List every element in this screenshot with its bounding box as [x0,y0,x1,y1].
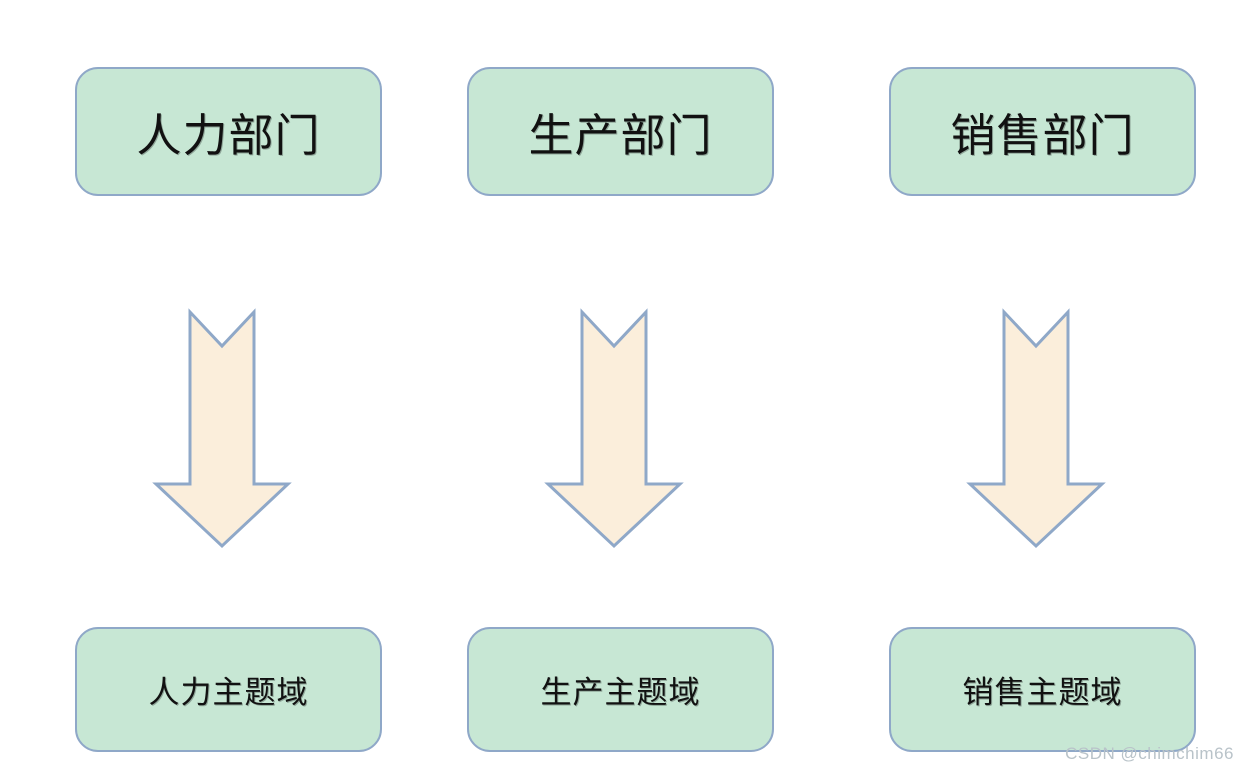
source-node-label-2: 生产部门 [528,110,713,161]
source-node-box-2[interactable]: 生产部门 [467,67,774,196]
source-node-label-3: 销售部门 [950,110,1135,161]
target-node-label-2: 生产主题域 [540,675,701,710]
source-node-box-1[interactable]: 人力部门 [75,67,382,196]
flow-arrow-2 [544,308,684,549]
target-node-label-1: 人力主题域 [148,675,309,710]
flow-column-1: 人力部门 人力主题域 [75,0,382,772]
flow-arrow-1 [152,308,292,549]
source-node-label-1: 人力部门 [136,110,321,161]
target-node-label-3: 销售主题域 [962,675,1123,710]
source-node-box-3[interactable]: 销售部门 [889,67,1196,196]
down-arrow-icon [544,308,684,549]
target-node-box-2[interactable]: 生产主题域 [467,627,774,752]
down-arrow-icon [966,308,1106,549]
flow-arrow-3 [966,308,1106,549]
flow-column-3: 销售部门 销售主题域 [889,0,1196,772]
flow-column-2: 生产部门 生产主题域 [467,0,774,772]
watermark-text: CSDN @chimchim66 [1065,744,1234,763]
target-node-box-1[interactable]: 人力主题域 [75,627,382,752]
target-node-box-3[interactable]: 销售主题域 [889,627,1196,752]
down-arrow-icon [152,308,292,549]
